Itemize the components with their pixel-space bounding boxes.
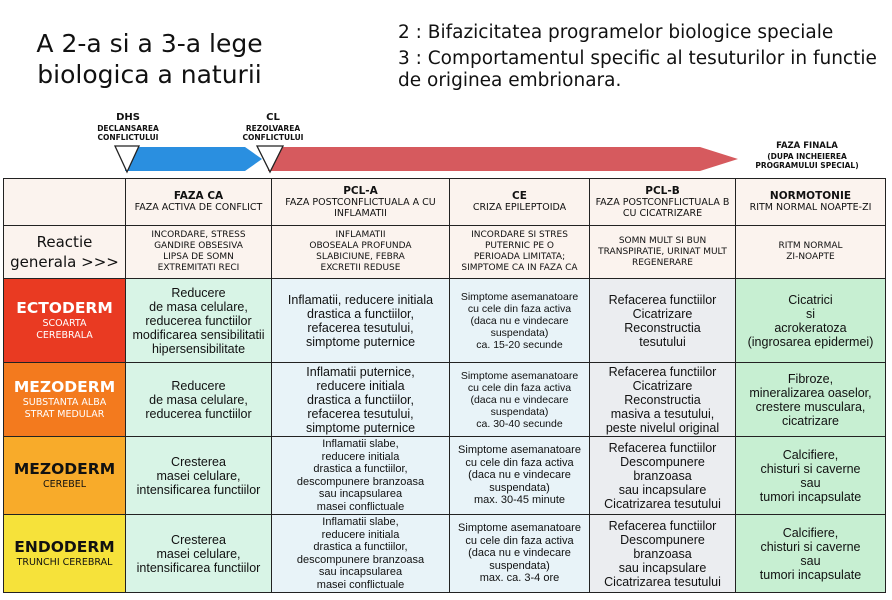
- layer-cell: Reducere de masa celulare, reducerea fun…: [125, 278, 272, 363]
- cl-abbr: CL: [266, 112, 280, 123]
- dhs-marker-label: DHS DECLANSAREA CONFLICTULUI: [88, 112, 168, 142]
- header-title: NORMOTONIE: [769, 190, 852, 202]
- reactie-cell: INCORDARE SI STRES PUTERNIC PE O PERIOAD…: [449, 225, 590, 279]
- header-text: FAZA POSTCONFLICTUALA A CU INFLAMATII: [285, 196, 436, 219]
- cl-marker-label: CL REZOLVAREA CONFLICTULUI: [238, 112, 308, 142]
- dhs-marker-icon: [113, 145, 141, 174]
- layer-sub: CEREBEL: [42, 479, 87, 490]
- header-title: PCL-B: [645, 184, 680, 197]
- phase-arrows: [113, 145, 738, 174]
- layer-cell: Cresterea masei celulare, intensificarea…: [125, 514, 272, 593]
- reactie-row: Reactie generala >>> INCORDARE, STRESS G…: [3, 225, 886, 279]
- header-text: FAZA POSTCONFLICTUALA B CU CICATRIZARE: [595, 196, 730, 219]
- layer-cell: Inflamatii slabe, reducere initiala dras…: [271, 436, 450, 515]
- layer-cell: Calcifiere, chisturi si caverne sau tumo…: [735, 514, 886, 593]
- header-corner: [3, 178, 126, 226]
- reactie-label: Reactie generala >>>: [3, 225, 126, 279]
- final-marker-label: FAZA FINALA (DUPA INCHEIEREA PROGRAMULUI…: [752, 140, 862, 170]
- header-text: RITM NORMAL NOAPTE-ZI: [749, 202, 872, 213]
- subtitle-line-2: 3 : Comportamentul specific al tesuturil…: [398, 48, 877, 91]
- subtitle: 2 : Bifazicitatea programelor biologice …: [398, 22, 878, 96]
- header-text: FAZA ACTIVA DE CONFLICT: [134, 202, 263, 213]
- layer-cell: Simptome asemanatoare cu cele din faza a…: [449, 362, 590, 437]
- final-text: (DUPA INCHEIEREA PROGRAMULUI SPECIAL): [755, 152, 859, 170]
- layer-cell: Simptome asemanatoare cu cele din faza a…: [449, 436, 590, 515]
- final-abbr: FAZA FINALA: [776, 141, 838, 151]
- layer-cell: Inflamatii slabe, reducere initiala dras…: [271, 514, 450, 593]
- layer-cell: Simptome asemanatoare cu cele din faza a…: [449, 278, 590, 363]
- reactie-cell: RITM NORMAL ZI-NOAPTE: [735, 225, 886, 279]
- layer-sub: TRUNCHI CEREBRAL: [16, 557, 113, 568]
- layer-cell: Cicatrici si acrokeratoza (ingrosarea ep…: [735, 278, 886, 363]
- reactie-cell: INFLAMATII OBOSEALA PROFUNDA SLABICIUNE,…: [271, 225, 450, 279]
- page-title: A 2-a si a 3-a lege biologica a naturii: [36, 29, 263, 89]
- layer-name: MEZODERM: [13, 460, 116, 478]
- phase-pcl-arrow: [268, 147, 738, 171]
- layer-cell: Fibroze, mineralizarea oaselor, crestere…: [735, 362, 886, 437]
- layer-cell: Refacerea functiilor Cicatrizare Reconst…: [589, 278, 736, 363]
- layer-name: ECTODERM: [16, 299, 113, 317]
- layer-cell: Refacerea functiilor Descompunere branzo…: [589, 436, 736, 515]
- cl-text: REZOLVAREA CONFLICTULUI: [242, 124, 304, 142]
- layer-cell: Inflamatii, reducere initiala drastica a…: [271, 278, 450, 363]
- layer-cell: Inflamatii puternice, reducere initiala …: [271, 362, 450, 437]
- header-title: FAZA CA: [173, 190, 224, 202]
- layer-cell: Simptome asemanatoare cu cele din faza a…: [449, 514, 590, 593]
- header-title: PCL-A: [343, 184, 378, 197]
- dhs-abbr: DHS: [116, 112, 140, 123]
- reactie-cell: SOMN MULT SI BUN TRANSPIRATIE, URINAT MU…: [589, 225, 736, 279]
- phase-ca-arrow: [125, 147, 262, 171]
- dhs-text: DECLANSAREA CONFLICTULUI: [97, 124, 159, 142]
- header-text: CRIZA EPILEPTOIDA: [472, 202, 567, 213]
- layer-sub: SUBSTANTA ALBA STRAT MEDULAR: [22, 397, 107, 420]
- subtitle-line-1: 2 : Bifazicitatea programelor biologice …: [398, 22, 834, 43]
- layer-cell: Cresterea masei celulare, intensificarea…: [125, 436, 272, 515]
- cl-marker-icon: [255, 145, 285, 174]
- layer-cell: Calcifiere, chisturi si caverne sau tumo…: [735, 436, 886, 515]
- layer-sub: SCOARTA CEREBRALA: [36, 318, 93, 341]
- layer-name: MEZODERM: [13, 378, 116, 396]
- layer-name: ENDODERM: [14, 538, 115, 556]
- header-title: CE: [512, 190, 527, 202]
- layer-cell: Refacerea functiilor Descompunere branzo…: [589, 514, 736, 593]
- layer-cell: Refacerea functiilor Cicatrizare Reconst…: [589, 362, 736, 437]
- reactie-cell: INCORDARE, STRESS GANDIRE OBSESIVA LIPSA…: [125, 225, 272, 279]
- layer-cell: Reducere de masa celulare, reducerea fun…: [125, 362, 272, 437]
